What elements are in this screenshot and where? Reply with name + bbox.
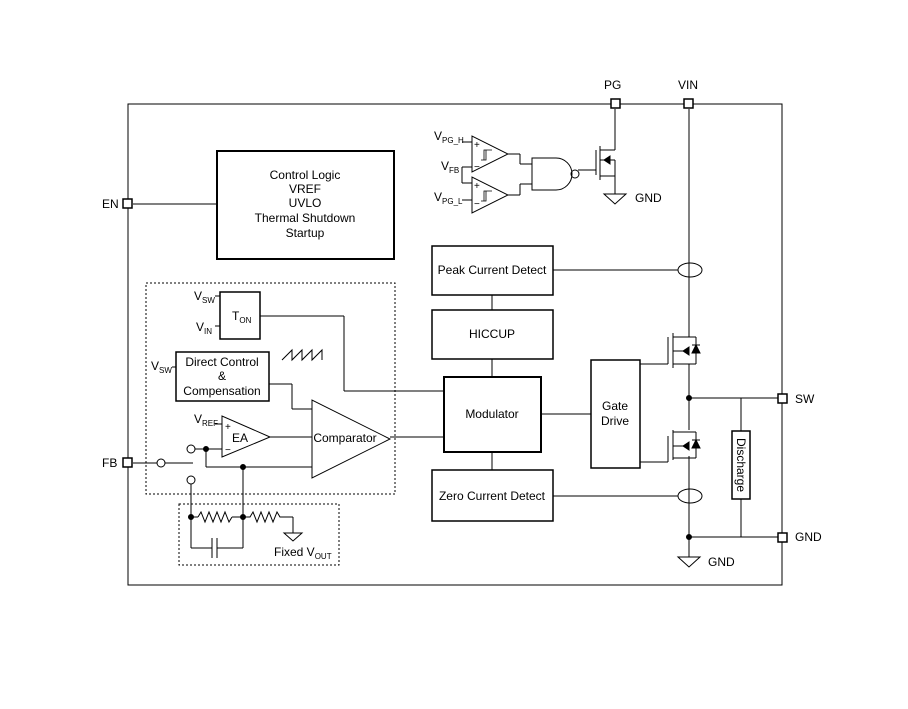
pin-en-label: EN bbox=[102, 197, 119, 211]
vpg-h-label: VPG_H bbox=[434, 129, 464, 145]
vsw-dc-label: VSW bbox=[151, 359, 172, 375]
ton-label: TON bbox=[232, 309, 252, 325]
comparator-label: Comparator bbox=[313, 431, 376, 445]
control-logic-block bbox=[216, 150, 395, 260]
chip-outline bbox=[127, 103, 783, 586]
minus-sign-ea: − bbox=[225, 445, 231, 456]
plus-sign-pg-h: + bbox=[474, 140, 480, 151]
pg-pin[interactable] bbox=[610, 98, 621, 109]
control-logic-line-3: UVLO bbox=[289, 196, 322, 210]
hiccup-label: HICCUP bbox=[469, 327, 515, 341]
control-logic-line-1: Control Logic bbox=[270, 168, 341, 182]
minus-sign-pg-l: − bbox=[474, 199, 480, 210]
direct-control-line-3: Compensation bbox=[183, 384, 260, 398]
control-logic-line-2: VREF bbox=[289, 182, 321, 196]
modulator-label: Modulator bbox=[465, 407, 518, 421]
ton-block bbox=[219, 291, 261, 340]
discharge-label: Discharge bbox=[734, 438, 748, 492]
gate-drive-block bbox=[590, 359, 641, 469]
zero-current-detect-label: Zero Current Detect bbox=[439, 489, 546, 503]
direct-control-line-1: Direct Control bbox=[185, 355, 258, 369]
plus-sign-ea: + bbox=[225, 422, 231, 433]
pin-fb-label: FB bbox=[102, 456, 117, 470]
plus-sign-pg-l: + bbox=[474, 181, 480, 192]
vpg-l-label: VPG_L bbox=[434, 190, 463, 206]
direct-control-block bbox=[175, 351, 270, 402]
fb-pin[interactable] bbox=[122, 457, 133, 468]
gnd-ls-label: GND bbox=[708, 555, 735, 569]
pin-pg-label: PG bbox=[604, 78, 621, 92]
pin-sw-label: SW bbox=[795, 392, 815, 406]
zero-current-detect-block bbox=[431, 469, 554, 522]
ea-label: EA bbox=[232, 431, 248, 445]
gate-drive-line-2: Drive bbox=[601, 414, 629, 428]
hiccup-block bbox=[431, 309, 554, 360]
discharge-block bbox=[731, 430, 751, 500]
vin-pin[interactable] bbox=[683, 98, 694, 109]
vin-ton-label: VIN bbox=[196, 320, 212, 336]
compensation-dashed-region bbox=[145, 282, 396, 495]
vfb-label: VFB bbox=[441, 159, 459, 175]
control-logic-line-4: Thermal Shutdown bbox=[255, 211, 356, 225]
minus-sign-pg-h: − bbox=[474, 162, 480, 173]
peak-current-detect-label: Peak Current Detect bbox=[438, 263, 547, 277]
vsw-ton-label: VSW bbox=[194, 289, 215, 305]
gnd-pg-label: GND bbox=[635, 191, 662, 205]
sw-pin[interactable] bbox=[777, 393, 788, 404]
control-logic-line-5: Startup bbox=[286, 226, 325, 240]
gate-drive-line-1: Gate bbox=[602, 399, 628, 413]
pin-vin-label: VIN bbox=[678, 78, 698, 92]
fixed-vout-label: Fixed VOUT bbox=[274, 545, 332, 561]
modulator-block bbox=[443, 376, 542, 453]
fixed-vout-dashed-region bbox=[178, 503, 340, 566]
peak-current-detect-block bbox=[431, 245, 554, 296]
pin-gnd-label: GND bbox=[795, 530, 822, 544]
en-pin[interactable] bbox=[122, 198, 133, 209]
vref-label: VREF bbox=[194, 412, 218, 428]
gnd-pin[interactable] bbox=[777, 532, 788, 543]
direct-control-line-2: & bbox=[218, 369, 226, 383]
